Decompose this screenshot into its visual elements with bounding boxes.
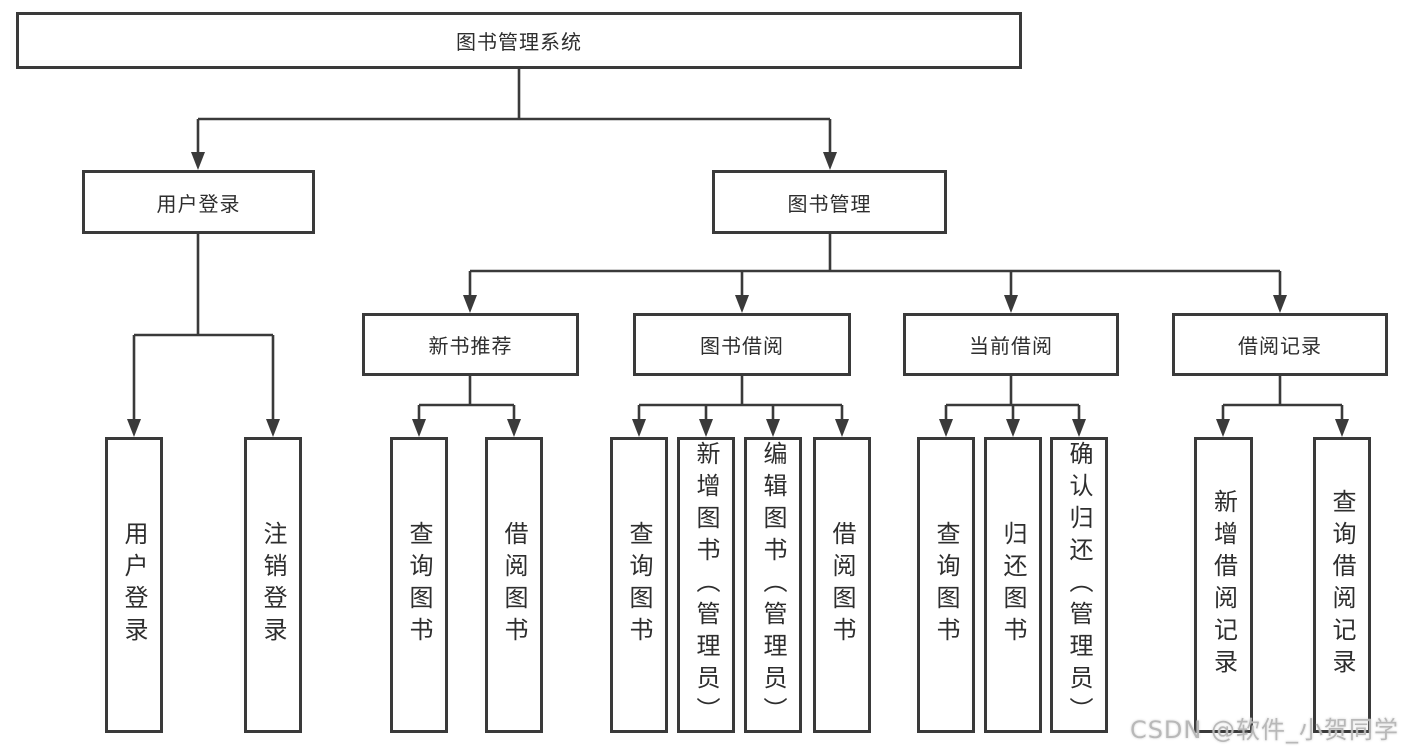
node-current-borrowing: 当前借阅 bbox=[903, 313, 1119, 376]
node-user-login-label: 用户登录 bbox=[156, 191, 241, 216]
leaf-user-login-label: 用户登录 bbox=[120, 521, 148, 649]
leaf-logout-label: 注销登录 bbox=[259, 521, 287, 649]
leaf-query-books-borrowing-label: 查询图书 bbox=[625, 521, 653, 649]
leaf-logout: 注销登录 bbox=[244, 437, 302, 733]
node-book-borrowing: 图书借阅 bbox=[633, 313, 851, 376]
leaf-confirm-return-admin: 确认归还（管理员） bbox=[1050, 437, 1108, 733]
node-current-borrowing-label: 当前借阅 bbox=[969, 334, 1053, 358]
node-new-book-recommend: 新书推荐 bbox=[362, 313, 579, 376]
node-book-management-label: 图书管理 bbox=[787, 191, 872, 216]
leaf-query-books-recommend: 查询图书 bbox=[390, 437, 448, 733]
leaf-confirm-return-admin-label: 确认归还（管理员） bbox=[1065, 441, 1093, 729]
leaf-add-books-admin: 新增图书（管理员） bbox=[677, 437, 735, 733]
node-new-book-recommend-label: 新书推荐 bbox=[428, 334, 513, 358]
node-borrow-records-label: 借阅记录 bbox=[1238, 334, 1322, 358]
leaf-add-borrow-record-label: 新增借阅记录 bbox=[1209, 489, 1238, 681]
connector-book-mgmt-split bbox=[468, 234, 1282, 300]
leaf-user-login: 用户登录 bbox=[105, 437, 163, 733]
connector-book-borrow-split bbox=[637, 376, 844, 425]
leaf-borrow-books-recommend: 借阅图书 bbox=[485, 437, 543, 733]
leaf-query-books-current: 查询图书 bbox=[917, 437, 975, 733]
node-book-management: 图书管理 bbox=[712, 170, 947, 234]
connector-current-borrow-split bbox=[944, 376, 1081, 425]
connector-borrow-records-split bbox=[1221, 376, 1344, 425]
node-root-label: 图书管理系统 bbox=[456, 30, 582, 54]
leaf-query-books-current-label: 查询图书 bbox=[932, 521, 960, 649]
leaf-query-books-borrowing: 查询图书 bbox=[610, 437, 668, 733]
leaf-edit-books-admin: 编辑图书（管理员） bbox=[744, 437, 802, 733]
leaf-add-borrow-record: 新增借阅记录 bbox=[1194, 437, 1253, 733]
leaf-borrow-books: 借阅图书 bbox=[813, 437, 871, 733]
csdn-watermark: CSDN @软件_小贺同学 bbox=[1129, 716, 1399, 744]
leaf-return-books-label: 归还图书 bbox=[999, 521, 1027, 649]
node-borrow-records: 借阅记录 bbox=[1172, 313, 1388, 376]
node-user-login: 用户登录 bbox=[82, 170, 315, 234]
leaf-query-borrow-record-label: 查询借阅记录 bbox=[1328, 489, 1356, 681]
connector-user-login-split bbox=[132, 234, 275, 425]
leaf-add-books-admin-label: 新增图书（管理员） bbox=[692, 441, 720, 729]
leaf-return-books: 归还图书 bbox=[984, 437, 1042, 733]
connector-new-book-split bbox=[417, 376, 516, 425]
leaf-edit-books-admin-label: 编辑图书（管理员） bbox=[759, 441, 787, 729]
node-root-system: 图书管理系统 bbox=[16, 12, 1022, 69]
leaf-query-books-recommend-label: 查询图书 bbox=[405, 521, 433, 649]
leaf-query-borrow-record: 查询借阅记录 bbox=[1313, 437, 1371, 733]
connector-root-split bbox=[196, 69, 832, 156]
node-book-borrowing-label: 图书借阅 bbox=[700, 334, 784, 358]
leaf-borrow-books-recommend-label: 借阅图书 bbox=[500, 521, 528, 649]
leaf-borrow-books-label: 借阅图书 bbox=[828, 521, 856, 649]
